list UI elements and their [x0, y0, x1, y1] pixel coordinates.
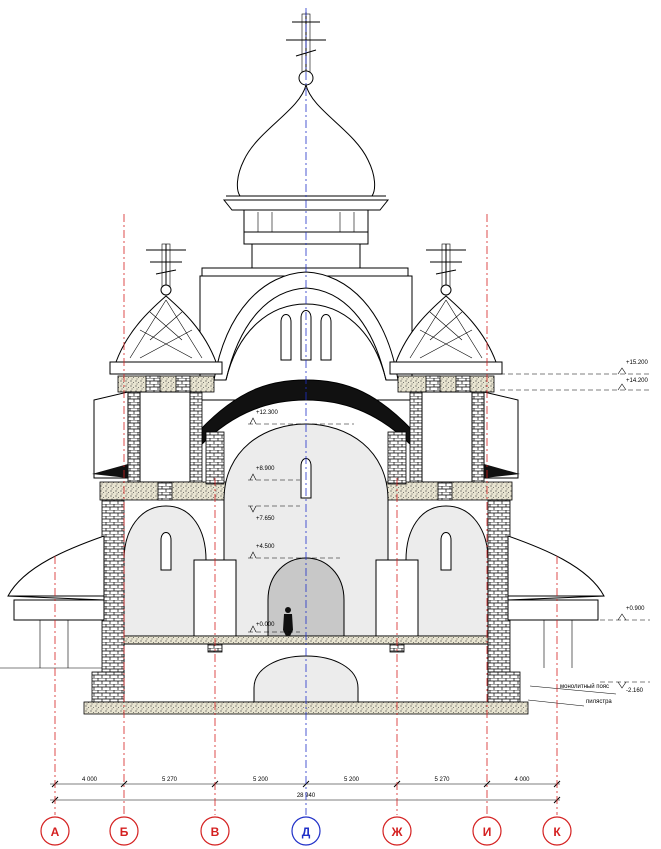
dimension-tick [483, 780, 491, 788]
axis-marker-circle-1 [109, 816, 139, 846]
elev-int-3: +4.500 [256, 544, 275, 550]
axis-marker-label-0: А [51, 825, 60, 839]
elev-int-4: +0.000 [256, 622, 275, 628]
axis-marker-circle-4 [382, 816, 412, 846]
dimension-lines [50, 783, 560, 801]
elev-right-3: -2.160 [626, 688, 644, 694]
axis-marker-circle-6 [542, 816, 572, 846]
plinth-annotation: пилястра [586, 699, 612, 705]
dimension-span-5: 4 000 [514, 777, 530, 783]
dimension-span-4: 5 270 [434, 777, 450, 783]
right-porch [507, 535, 605, 668]
interior-elevation-marks [248, 417, 354, 633]
dimension-span-1: 5 270 [162, 777, 178, 783]
axis-marker-circle-2 [200, 816, 230, 846]
belt-annotation: монолитный пояс [560, 683, 609, 690]
dimension-tick [120, 780, 128, 788]
central-drum [201, 209, 409, 277]
dimension-span-0: 4 000 [82, 777, 98, 783]
elev-int-0: +12.300 [256, 410, 279, 416]
dimension-span-2: 5 200 [253, 777, 269, 783]
dimension-span-3: 5 200 [344, 777, 360, 783]
elev-int-1: +8.900 [256, 466, 275, 472]
grid-axis-lines [54, 8, 558, 815]
left-tower-shaft [127, 391, 203, 483]
left-tower-top [109, 243, 223, 393]
left-porch [0, 535, 105, 669]
dimension-span-labels: 4 000 5 270 5 200 5 200 5 270 4 000 [82, 777, 530, 783]
right-tower-top [389, 243, 503, 393]
right-tower-shaft [409, 391, 485, 483]
elev-right-1: +14.200 [626, 378, 649, 384]
elev-right-0: +15.200 [626, 360, 649, 366]
elev-right-2: +0.900 [626, 606, 645, 612]
axis-marker-circle-5 [472, 816, 502, 846]
axis-marker-circle-0 [40, 816, 70, 846]
human-figure [283, 607, 293, 636]
axis-marker-label-5: И [483, 825, 492, 839]
right-elevation-marks [500, 367, 650, 707]
axis-marker-label-2: В [211, 825, 220, 839]
axis-marker-label-3: Д [302, 825, 311, 839]
axis-marker-label-1: Б [120, 825, 129, 839]
axis-marker-label-4: Ж [391, 825, 403, 839]
axis-marker-label-6: К [553, 825, 561, 839]
elev-int-2: +7.650 [256, 516, 275, 522]
main-gable-arch [199, 271, 413, 401]
axis-marker-circle-3 [291, 816, 321, 846]
